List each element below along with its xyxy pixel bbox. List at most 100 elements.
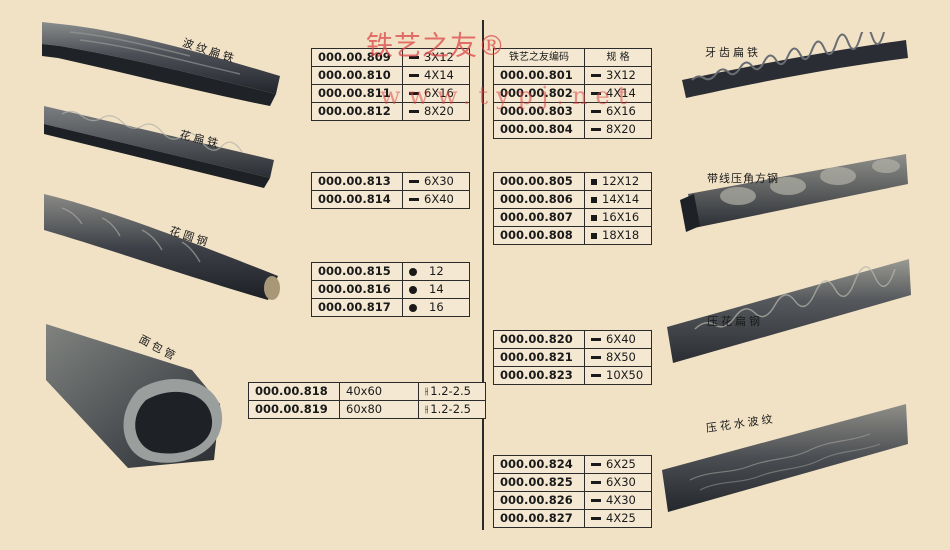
size-spec: 6X40 <box>402 190 470 209</box>
label-embossed-flat: 压花扁钢 <box>707 315 763 328</box>
size-spec: 4X14 <box>584 84 652 103</box>
size-value: 6X25 <box>606 457 636 471</box>
url-watermark: www.typj.net <box>380 82 636 110</box>
size-value: 4X30 <box>606 493 636 507</box>
product-code: 000.00.805 <box>493 172 585 191</box>
size-value: 18X18 <box>602 228 640 242</box>
product-code: 000.00.806 <box>493 190 585 209</box>
tube-dimension: 40x60 <box>339 382 419 401</box>
size-spec: 4X30 <box>584 491 652 510</box>
wall-thickness-icon: ⫲ <box>425 404 429 415</box>
size-value: 14X14 <box>602 192 640 206</box>
tooth-flat-bar-image <box>682 32 908 98</box>
size-spec: 14X14 <box>584 190 652 209</box>
size-value: 6X16 <box>606 104 636 118</box>
square-section-icon <box>591 214 597 221</box>
product-code: 000.00.808 <box>493 226 585 245</box>
size-value: 6X40 <box>606 332 636 346</box>
size-value: 6X40 <box>424 192 454 206</box>
size-value: 6X30 <box>606 475 636 489</box>
product-code: 000.00.824 <box>493 455 585 474</box>
label-tooth-flat: 牙齿扁铁 <box>705 46 761 59</box>
size-spec: ⫲1.2-2.5 <box>418 382 486 401</box>
size-spec: 14 <box>402 280 470 299</box>
product-code: 000.00.823 <box>493 366 585 385</box>
size-value: 14 <box>429 282 444 296</box>
size-value: 3X12 <box>606 68 636 82</box>
flat-section-icon <box>591 463 601 466</box>
square-section-icon <box>591 232 597 239</box>
size-value: 4X14 <box>424 68 454 82</box>
wave-flat-bar-image <box>42 22 280 106</box>
size-value: 16 <box>429 300 444 314</box>
product-code: 000.00.818 <box>248 382 340 401</box>
circle-section-icon <box>409 267 417 276</box>
size-value: 12 <box>429 264 444 278</box>
flat-section-icon <box>591 374 601 377</box>
size-spec: 4X25 <box>584 509 652 528</box>
size-value: 8X50 <box>606 350 636 364</box>
circle-section-icon <box>409 285 417 294</box>
size-spec: 12 <box>402 262 470 281</box>
table-header-row: 铁艺之友编码规 格 <box>493 48 652 67</box>
size-spec: 10X50 <box>584 366 652 385</box>
header-spec: 规 格 <box>584 48 652 67</box>
flat-section-icon <box>409 198 419 201</box>
size-spec: 6X40 <box>584 330 652 349</box>
product-code: 000.00.813 <box>311 172 403 191</box>
size-value: 4X25 <box>606 511 636 525</box>
product-code: 000.00.821 <box>493 348 585 367</box>
table-row: 000.00.821 8X50 <box>493 348 652 367</box>
product-code: 000.00.825 <box>493 473 585 492</box>
table-row: 000.00.806 14X14 <box>493 190 652 209</box>
pattern-round-bar-image <box>44 194 280 300</box>
flat-section-icon <box>591 110 601 113</box>
size-value: 1.2-2.5 <box>430 402 471 416</box>
flat-section-icon <box>591 338 601 341</box>
brand-watermark: 铁艺之友® <box>366 31 506 62</box>
product-code: 000.00.801 <box>493 66 585 85</box>
flat-section-icon <box>409 92 419 95</box>
flat-section-icon <box>591 499 601 502</box>
flat-section-icon <box>591 128 601 131</box>
size-spec: 16 <box>402 298 470 317</box>
size-spec: 6X30 <box>584 473 652 492</box>
size-spec: 6X16 <box>402 84 470 103</box>
tube-dimension: 60x80 <box>339 400 419 419</box>
size-value: 4X14 <box>606 86 636 100</box>
circle-section-icon <box>409 303 417 312</box>
label-lined-square: 带线压角方钢 <box>707 172 779 185</box>
center-divider <box>482 20 484 530</box>
size-spec: 6X25 <box>584 455 652 474</box>
table-row: 000.00.808 18X18 <box>493 226 652 245</box>
product-code: 000.00.814 <box>311 190 403 209</box>
table-row: 000.00.824 6X25 <box>493 455 652 474</box>
size-spec: 8X50 <box>584 348 652 367</box>
product-code: 000.00.810 <box>311 66 403 85</box>
size-spec: 8X20 <box>584 120 652 139</box>
size-value: 16X16 <box>602 210 640 224</box>
product-code: 000.00.804 <box>493 120 585 139</box>
flat-section-icon <box>409 180 419 183</box>
product-code: 000.00.817 <box>311 298 403 317</box>
flat-section-icon <box>409 110 419 113</box>
